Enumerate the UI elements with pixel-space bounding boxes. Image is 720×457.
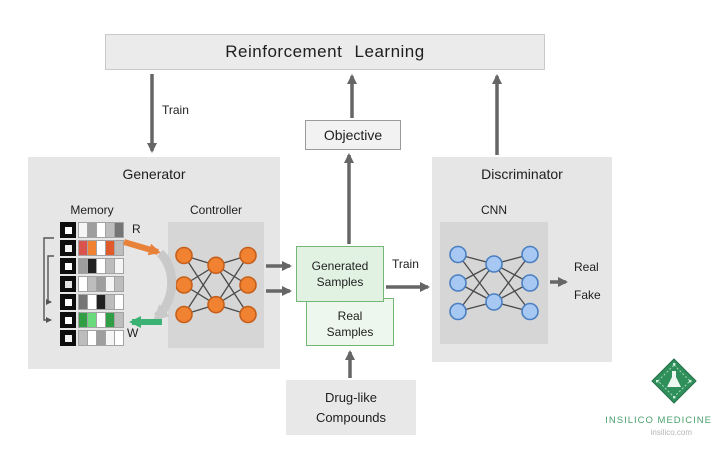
memory-matrix — [78, 222, 124, 346]
real-samples-label-line2: Samples — [326, 324, 374, 339]
generated-samples-label-line2: Samples — [316, 275, 364, 289]
controller-box — [168, 222, 264, 348]
compounds-label-line2: Compounds — [315, 409, 387, 425]
memory-read-label: R — [132, 222, 141, 236]
train-discriminator-label: Train — [392, 257, 419, 271]
real-samples-label-line1: Real — [337, 308, 363, 323]
insilico-logo-icon — [651, 358, 697, 404]
generated-samples-box: Generated Samples — [296, 246, 384, 302]
brand-company-name: INSILICO MEDICINE — [605, 415, 712, 426]
train-generator-label: Train — [162, 103, 189, 117]
memory-tape — [60, 222, 76, 346]
objective-label: Objective — [323, 127, 383, 143]
compounds-label-line1: Drug-like — [324, 390, 377, 405]
output-real-label: Real — [574, 260, 599, 274]
memory-visualization — [60, 222, 124, 346]
output-fake-label: Fake — [574, 288, 601, 302]
generated-samples-label-line1: Generated — [311, 258, 369, 273]
real-samples-box: Real Samples — [306, 298, 394, 346]
generator-title: Generator — [122, 166, 186, 182]
controller-label: Controller — [189, 203, 243, 217]
cnn-label: CNN — [481, 203, 507, 217]
memory-label: Memory — [70, 203, 114, 217]
reinforcement-learning-box: Reinforcement Learning — [105, 34, 545, 70]
memory-write-label: W — [127, 326, 139, 340]
brand-website: insilico.com — [650, 428, 692, 437]
reinforcement-learning-label: Reinforcement Learning — [225, 42, 425, 61]
objective-box: Objective — [305, 120, 401, 150]
cnn-box — [440, 222, 548, 344]
drug-like-compounds-box: Drug-like Compounds — [286, 380, 416, 435]
discriminator-title: Discriminator — [481, 166, 563, 182]
